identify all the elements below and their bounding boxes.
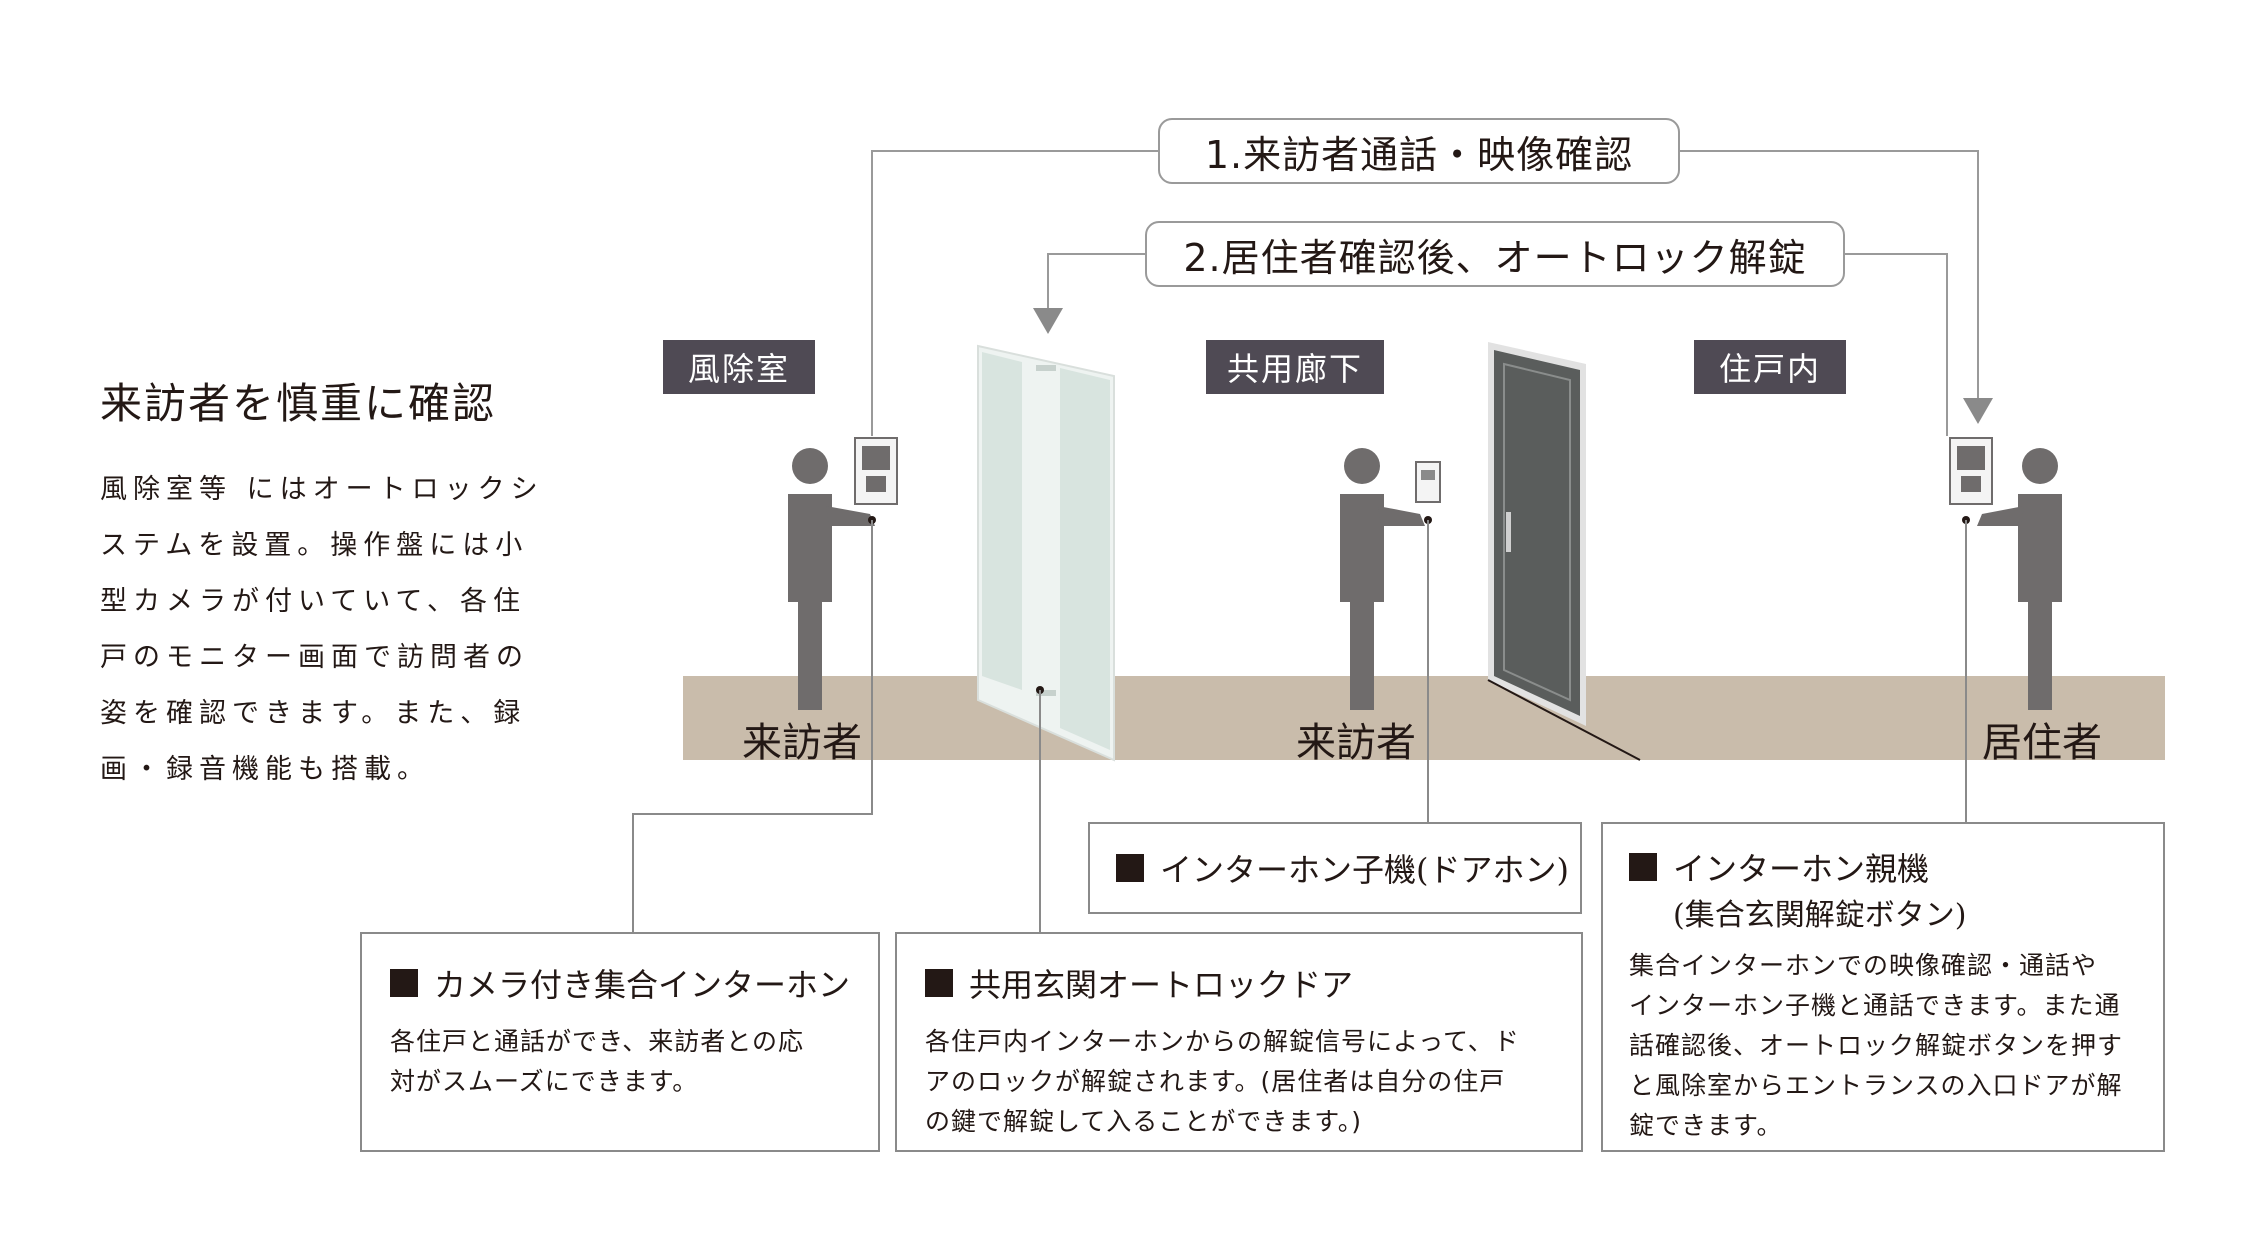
dwelling-door [1487, 342, 1641, 761]
person-label-resident: 居住者 [1982, 720, 2102, 766]
intro-line: 姿を確認できます。また、録 [100, 698, 527, 729]
step2-arrow-line-right [1845, 253, 1948, 436]
box-heading: カメラ付き集合インターホン [390, 960, 850, 1006]
floor [683, 676, 2165, 760]
box-line: インターホン子機と通話できます。また通 [1629, 991, 2121, 1020]
step1-label: 1.来訪者通話・映像確認 [1158, 118, 1680, 184]
box-title: カメラ付き集合インターホン [434, 966, 851, 1004]
room-label-windbreak: 風除室 [663, 340, 815, 394]
room-label-corridor: 共用廊下 [1206, 340, 1384, 394]
box-line: 対がスムーズにできます。 [390, 1067, 699, 1096]
bullet-square-icon [1629, 853, 1657, 881]
autolock-door-box: 共用玄関オートロックドア 各住戸内インターホンからの解錠信号によって、ド アのロ… [895, 932, 1583, 1152]
box-description: 各住戸と通話ができ、来訪者との応 対がスムーズにできます。 [390, 1022, 850, 1102]
box-line: 錠できます。 [1629, 1111, 1783, 1140]
step1-arrow-line-right [1680, 150, 1979, 400]
autolock-glass-door [977, 344, 1115, 762]
step2-arrowhead [1033, 308, 1063, 334]
box-line: 各住戸と通話ができ、来訪者との応 [390, 1027, 805, 1056]
step2-arrow-line-left [1047, 253, 1145, 310]
door-phone-panel [1415, 461, 1441, 503]
box-title: インターホン子機(ドアホン) [1160, 851, 1569, 889]
bullet-square-icon [1116, 854, 1144, 882]
callout-line-camera-intercom [632, 520, 873, 932]
person-label-visitor-2: 来訪者 [1296, 720, 1416, 766]
box-line: 集合インターホンでの映像確認・通話や [1629, 951, 2098, 980]
box-line: と風除室からエントランスの入口ドアが解 [1629, 1071, 2123, 1100]
box-title: 共用玄関オートロックドア [969, 966, 1354, 1004]
intro-title: 来訪者を慎重に確認 [100, 379, 497, 428]
door-phone-box: インターホン子機(ドアホン) [1088, 822, 1582, 914]
step2-label: 2.居住者確認後、オートロック解錠 [1145, 221, 1845, 287]
box-line: 話確認後、オートロック解錠ボタンを押す [1629, 1031, 2124, 1060]
box-title: インターホン親機 [1673, 850, 1930, 888]
bullet-square-icon [925, 969, 953, 997]
box-line: の鍵で解錠して入ることができます。) [925, 1107, 1363, 1136]
box-subtitle: (集合玄関解錠ボタン) [1673, 898, 1967, 933]
box-description: 集合インターホンでの映像確認・通話や インターホン子機と通話できます。また通 話… [1629, 946, 2137, 1146]
intro-body: 風除室等 にはオートロックシ ステムを設置。操作盤には小 型カメラが付いていて、… [100, 462, 540, 798]
box-heading: インターホン子機(ドアホン) [1116, 845, 1569, 891]
person-label-visitor-1: 来訪者 [742, 720, 862, 766]
intro-line: 型カメラが付いていて、各住 [100, 586, 527, 617]
intro-line: 画・録音機能も搭載。 [100, 754, 430, 785]
intro-line: 風除室等 にはオートロックシ [100, 474, 544, 505]
box-line: 各住戸内インターホンからの解錠信号によって、ド [925, 1027, 1520, 1056]
box-heading: インターホン親機 [1629, 844, 2137, 890]
bullet-square-icon [390, 969, 418, 997]
visitor-figure-1 [788, 448, 875, 710]
box-description: 各住戸内インターホンからの解錠信号によって、ド アのロックが解錠されます。(居住… [925, 1022, 1553, 1142]
step1-arrowhead [1963, 398, 1993, 424]
step1-arrow-line [871, 150, 1158, 436]
room-label-dwelling: 住戸内 [1694, 340, 1846, 394]
intro-line: 戸のモニター画面で訪問者の [100, 642, 529, 673]
intro-line: ステムを設置。操作盤には小 [100, 530, 529, 561]
box-heading: 共用玄関オートロックドア [925, 960, 1553, 1006]
master-unit-box: インターホン親機 (集合玄関解錠ボタン) 集合インターホンでの映像確認・通話や … [1601, 822, 2165, 1152]
camera-intercom-panel [854, 437, 898, 505]
visitor-figure-2 [1340, 448, 1425, 710]
box-line: アのロックが解錠されます。(居住者は自分の住戸 [925, 1067, 1506, 1096]
master-unit-panel [1949, 437, 1993, 505]
camera-intercom-box: カメラ付き集合インターホン 各住戸と通話ができ、来訪者との応 対がスムーズにでき… [360, 932, 880, 1152]
resident-figure [1977, 448, 2062, 710]
